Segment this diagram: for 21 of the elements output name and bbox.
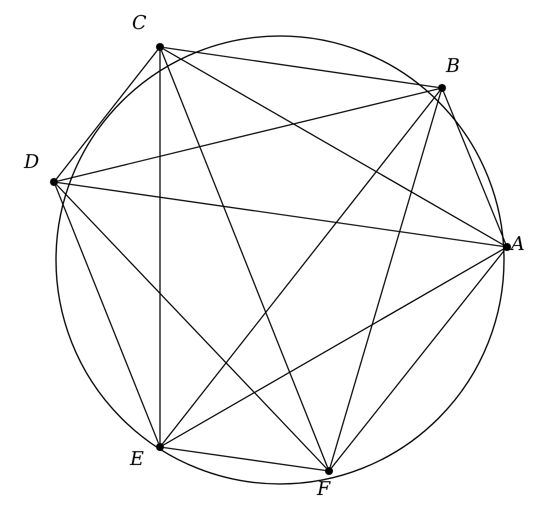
point-label: E <box>130 449 144 469</box>
line-segment <box>54 186 160 444</box>
point-label: B <box>446 56 460 76</box>
line-segment <box>164 446 326 472</box>
line-segment <box>58 88 438 182</box>
line-segment <box>330 92 442 468</box>
line-segment <box>159 51 161 443</box>
line-segment <box>56 184 327 469</box>
point-label: F <box>317 479 330 499</box>
line-segment <box>160 50 328 468</box>
point-label: A <box>511 234 525 254</box>
line-segment <box>442 91 506 244</box>
line-segment <box>162 90 440 444</box>
line-segment <box>58 182 504 248</box>
line-segment <box>163 248 504 446</box>
line-segment <box>163 48 504 246</box>
line-segment <box>164 46 438 88</box>
point-label: C <box>132 13 147 33</box>
line-segment <box>331 250 505 468</box>
point-label: D <box>24 152 40 172</box>
line-segment <box>56 50 158 180</box>
